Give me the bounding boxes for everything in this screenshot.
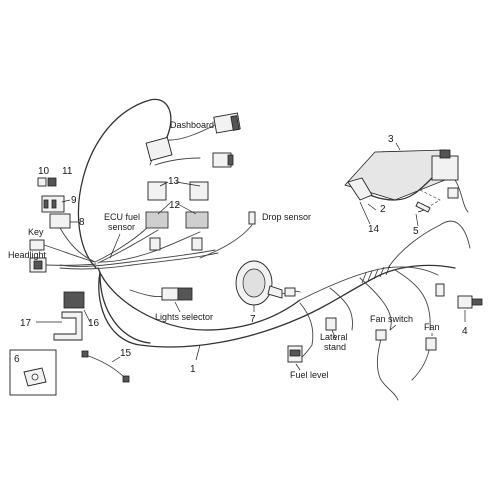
key-headlight-connectors: Key Headlight <box>8 227 97 273</box>
callout-12: 12 <box>169 200 181 211</box>
callout-9: 9 <box>71 195 77 206</box>
key-label: Key <box>28 227 44 237</box>
drop-sensor-connector <box>248 211 256 225</box>
lateral-stand-label-2: stand <box>324 342 346 352</box>
bolt-5 <box>415 201 431 213</box>
callout-14: 14 <box>368 224 380 235</box>
callout-5: 5 <box>413 226 419 237</box>
fan-connectors: Fan switch Fan <box>370 314 440 351</box>
callout-11: 11 <box>62 166 73 177</box>
ecu-fuel-sensor: ECU fuel sensor <box>104 212 140 259</box>
spark-plug-cap-2 <box>347 177 373 201</box>
callout-13: 13 <box>168 176 180 187</box>
lateral-stand: Lateral stand <box>320 317 348 352</box>
lights-selector: Lights selector <box>129 287 213 322</box>
box-6 <box>9 349 57 396</box>
ecu-fuel-sensor-label-1: ECU fuel <box>104 212 140 222</box>
callout-7: 7 <box>250 314 256 325</box>
dashboard-label: Dashboard <box>170 120 214 130</box>
callout-17: 17 <box>20 318 32 329</box>
fan-switch-label: Fan switch <box>370 314 413 324</box>
cable-15: 15 <box>81 348 132 383</box>
left-connector-cluster: 10 11 9 8 <box>37 166 96 263</box>
callout-2: 2 <box>380 204 386 215</box>
module-16 <box>63 291 85 309</box>
relays: 13 12 <box>145 176 209 251</box>
lights-selector-connector <box>161 287 179 301</box>
callout-8: 8 <box>79 217 85 228</box>
fan-label: Fan <box>424 322 440 332</box>
callout-3: 3 <box>388 134 394 145</box>
clip-nut-6: 6 <box>9 349 57 396</box>
ecu-fuel-sensor-label-2: sensor <box>108 222 135 232</box>
bracket-16-17: 16 17 <box>20 291 100 341</box>
ignition-coil: 3 2 14 5 <box>344 134 469 237</box>
switch-4: 4 <box>435 283 483 337</box>
relay-13a <box>147 181 167 201</box>
key-connector <box>29 239 45 251</box>
fuel-level: Fuel level <box>287 345 329 380</box>
fuel-level-label: Fuel level <box>290 370 329 380</box>
bracket-17 <box>53 311 83 341</box>
callout-6: 6 <box>14 354 20 365</box>
dashboard-connectors: Dashboard <box>145 112 241 168</box>
connector-10 <box>37 177 47 187</box>
lights-selector-label: Lights selector <box>155 312 213 322</box>
callout-1: 1 <box>190 364 196 375</box>
callout-15: 15 <box>120 348 132 359</box>
connector-8 <box>49 213 71 229</box>
relay-13b <box>189 181 209 201</box>
main-wiring-harness <box>59 98 471 401</box>
relay-12a <box>145 211 169 229</box>
callout-16: 16 <box>88 318 100 329</box>
drop-sensor-label: Drop sensor <box>262 212 311 222</box>
lateral-stand-label-1: Lateral <box>320 332 348 342</box>
horn-7: 7 <box>235 260 301 325</box>
callout-10: 10 <box>38 166 50 177</box>
connector-11 <box>47 177 57 187</box>
headlight-label: Headlight <box>8 250 47 260</box>
callout-1-group: 1 <box>190 344 201 375</box>
drop-sensor: Drop sensor <box>199 211 311 259</box>
relay-12b <box>185 211 209 229</box>
callout-4: 4 <box>462 326 468 337</box>
coil-body <box>431 155 459 181</box>
